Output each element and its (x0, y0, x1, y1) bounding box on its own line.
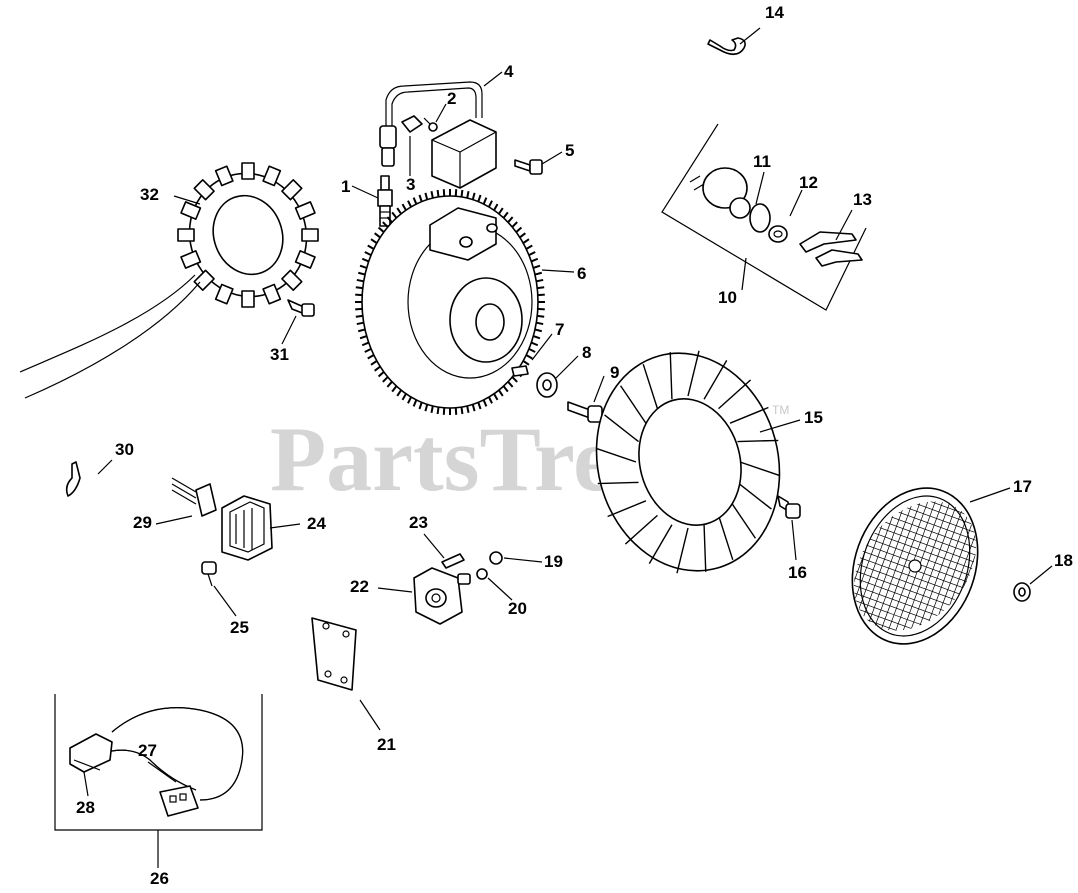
callout-31[interactable]: 31 (270, 345, 289, 364)
part-28-connector[interactable] (69, 733, 113, 773)
part-23-screw[interactable] (441, 553, 465, 569)
part-17-grass-screen[interactable] (812, 463, 1017, 668)
part-21-plate[interactable] (311, 617, 357, 691)
callout-5[interactable]: 5 (565, 141, 574, 160)
watermark-trademark: TM (772, 403, 789, 417)
callout-30[interactable]: 30 (115, 440, 134, 459)
callout-19[interactable]: 19 (544, 552, 563, 571)
callout-11[interactable]: 11 (753, 152, 771, 171)
callout-7[interactable]: 7 (555, 320, 564, 339)
callout-14[interactable]: 14 (765, 3, 784, 22)
part-30-clamp[interactable] (65, 461, 81, 497)
part-7-key[interactable] (511, 365, 529, 377)
callout-1[interactable]: 1 (341, 177, 350, 196)
callout-28[interactable]: 28 (76, 798, 95, 817)
part-2-screw[interactable] (423, 117, 438, 132)
part-15-fan[interactable] (573, 332, 804, 591)
callout-17[interactable]: 17 (1013, 477, 1032, 496)
part-14-clamp[interactable] (707, 37, 746, 56)
callout-6[interactable]: 6 (577, 264, 586, 283)
callout-22[interactable]: 22 (350, 577, 369, 596)
callout-15[interactable]: 15 (804, 408, 823, 427)
part-25-screw[interactable] (201, 561, 217, 587)
callout-2[interactable]: 2 (447, 89, 456, 108)
part-22-solenoid[interactable] (413, 567, 471, 625)
part-9-bolt[interactable] (567, 401, 603, 423)
callout-9[interactable]: 9 (610, 363, 619, 382)
part-16-screw[interactable] (777, 495, 801, 519)
part-31-screw[interactable] (287, 299, 315, 317)
callout-13[interactable]: 13 (853, 190, 872, 209)
callout-32[interactable]: 32 (140, 185, 159, 204)
part-20-washer[interactable] (476, 568, 488, 580)
callout-24[interactable]: 24 (307, 514, 326, 533)
part-32-stator[interactable] (19, 157, 324, 399)
part-29-connector[interactable] (171, 477, 217, 517)
part-5-bolt[interactable] (514, 159, 543, 175)
callout-25[interactable]: 25 (230, 618, 249, 637)
callout-3[interactable]: 3 (406, 175, 415, 194)
callout-12[interactable]: 12 (799, 173, 818, 192)
callout-labels: 1 2 3 4 5 6 7 8 9 10 11 12 13 14 15 16 1… (76, 3, 1073, 888)
part-18-nut[interactable] (1013, 582, 1031, 602)
callout-27[interactable]: 27 (138, 741, 157, 760)
part-8-washer[interactable] (536, 372, 558, 398)
callout-4[interactable]: 4 (504, 62, 514, 81)
watermark-text: PartsTree (270, 408, 655, 510)
part-6-flywheel[interactable] (355, 189, 545, 415)
callout-10[interactable]: 10 (718, 288, 737, 307)
callout-18[interactable]: 18 (1054, 551, 1073, 570)
part-13-keys[interactable] (799, 231, 863, 267)
callout-8[interactable]: 8 (582, 343, 591, 362)
callout-20[interactable]: 20 (508, 599, 527, 618)
callout-26[interactable]: 26 (150, 869, 169, 888)
part-12-nut[interactable] (749, 203, 788, 243)
leader-lines (83, 27, 1053, 868)
callout-16[interactable]: 16 (788, 563, 807, 582)
part-10-bracket-outline (661, 123, 867, 311)
part-27-wiring-harness[interactable] (99, 707, 244, 817)
callout-29[interactable]: 29 (133, 513, 152, 532)
part-4-ignition-coil[interactable] (379, 81, 497, 189)
callout-23[interactable]: 23 (409, 513, 428, 532)
part-19-nut[interactable] (489, 551, 503, 565)
part-3-clip[interactable] (401, 115, 423, 133)
part-11-ignition-switch[interactable] (689, 167, 751, 219)
part-24-rectifier[interactable] (221, 495, 273, 561)
callout-21[interactable]: 21 (377, 735, 396, 754)
